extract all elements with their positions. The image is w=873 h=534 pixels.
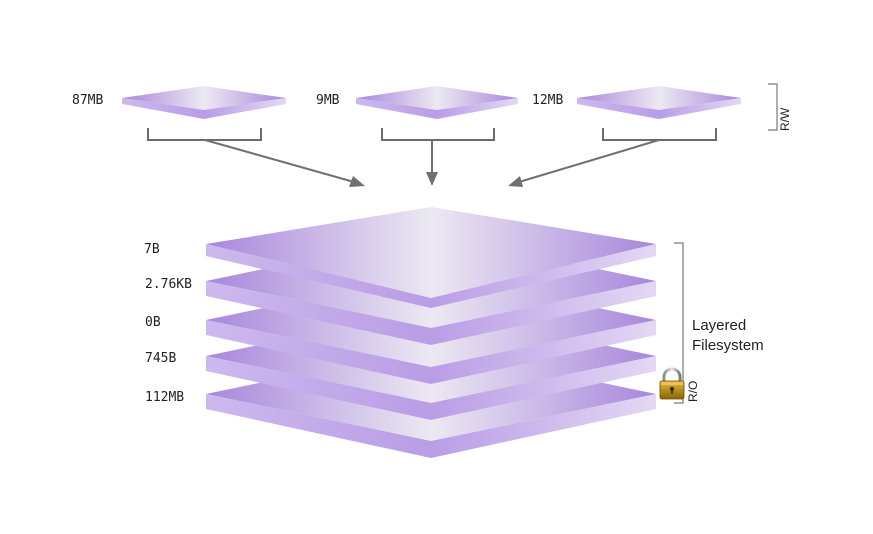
mount-arrows <box>204 139 660 187</box>
container-brackets <box>147 128 717 141</box>
container-plate-side <box>356 98 437 119</box>
filesystem-label-line2: Filesystem <box>692 337 764 354</box>
arrow-center <box>426 140 438 186</box>
container-layer: 87MB <box>72 86 286 119</box>
arrow-right <box>508 139 660 187</box>
container-size-label: 12MB <box>532 93 563 108</box>
container-layer: 9MB <box>316 86 518 119</box>
container-plate-side <box>437 98 518 119</box>
layer-plate-side <box>206 244 431 308</box>
container-plate-side <box>204 98 286 119</box>
rw-bracket <box>768 83 778 131</box>
container-bracket <box>381 128 495 141</box>
ro-label: R/O <box>686 381 700 402</box>
container-plate-side <box>659 98 741 119</box>
image-layer <box>206 207 656 308</box>
layer-plate-side <box>431 244 656 308</box>
container-plate-side <box>122 98 204 119</box>
layer-plate-side <box>206 356 431 420</box>
layer-plate-side <box>206 281 431 345</box>
layer-plate-side <box>206 320 431 384</box>
layer-plate-side <box>431 281 656 345</box>
rw-label: R/W <box>778 107 792 131</box>
layer-size-label: 2.76KB <box>145 277 192 292</box>
container-layers: 87MB 9MB 12MB R/W <box>72 83 792 131</box>
container-layer: 12MB <box>532 86 741 119</box>
lock-icon <box>659 367 685 400</box>
container-size-label: 9MB <box>316 93 340 108</box>
layer-size-label: 745B <box>145 351 176 366</box>
layer-size-label: 7B <box>144 242 160 257</box>
arrow-left <box>204 139 365 187</box>
layer-plate-side <box>206 394 431 458</box>
readonly-annotation: R/O Layered Filesystem <box>659 242 764 404</box>
container-bracket <box>147 128 262 141</box>
image-layer-stack: 7B 2.76KB 0B 745B 112MB <box>144 207 656 458</box>
ro-bracket <box>674 242 684 404</box>
layer-plate <box>206 207 656 298</box>
layer-plate-side <box>431 320 656 384</box>
layer-size-label: 112MB <box>145 390 184 405</box>
layer-plate-side <box>431 394 656 458</box>
container-bracket <box>602 128 717 141</box>
filesystem-label-line1: Layered <box>692 317 746 334</box>
layer-size-label: 0B <box>145 315 161 330</box>
layer-plate-side <box>431 356 656 420</box>
container-plate-side <box>577 98 659 119</box>
container-size-label: 87MB <box>72 93 103 108</box>
